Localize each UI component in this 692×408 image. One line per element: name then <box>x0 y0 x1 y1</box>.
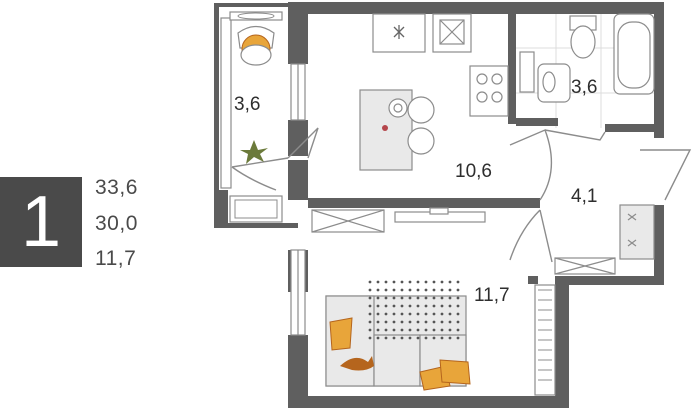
living-area: 30,0 <box>95 212 138 235</box>
cushions <box>329 317 471 391</box>
rug-pattern <box>368 280 460 340</box>
balcony-furniture <box>229 11 283 223</box>
total-area: 33,6 <box>95 176 138 199</box>
kitchen-area-label: 10,6 <box>455 161 492 182</box>
bathroom-fixtures <box>519 13 655 103</box>
kitchen-fan-icon <box>393 25 405 39</box>
kitchen-furniture <box>359 13 509 171</box>
room-count-badge: 1 <box>0 177 82 267</box>
hallway-area-label: 4,1 <box>571 186 597 207</box>
table-marker <box>382 125 388 131</box>
plant-icon <box>240 140 268 164</box>
bedroom-area-label: 11,7 <box>474 285 510 306</box>
bathroom-area-label: 3,6 <box>571 77 597 98</box>
windows <box>220 17 306 336</box>
door-swings <box>231 127 692 263</box>
hallway-furniture <box>554 204 655 275</box>
room-area: 11,7 <box>95 247 137 270</box>
balcony-area-label: 3,6 <box>234 94 260 115</box>
wardrobe-slats <box>538 289 552 381</box>
room-count: 1 <box>20 182 62 262</box>
cat-icon <box>340 356 374 371</box>
